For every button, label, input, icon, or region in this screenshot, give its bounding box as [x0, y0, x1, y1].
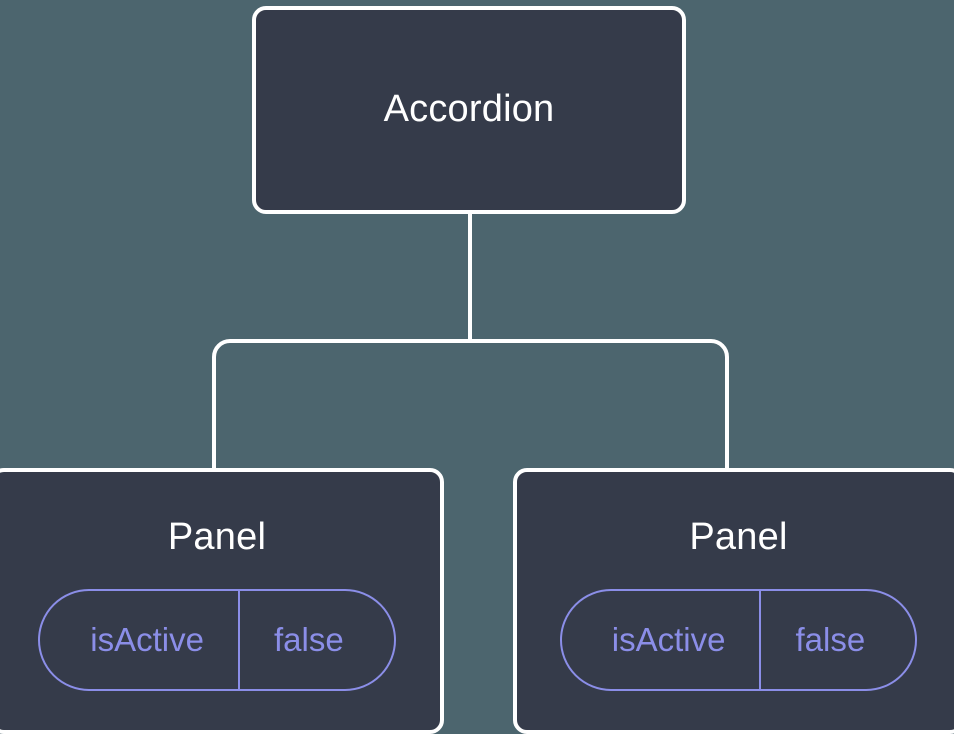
node-panel-2-label: Panel	[689, 516, 788, 558]
prop-key-is-active: isActive	[562, 590, 762, 689]
prop-value-is-active: false	[795, 621, 866, 659]
node-panel-2[interactable]: Panel isActive false	[513, 468, 954, 734]
prop-key-is-active: isActive	[40, 590, 240, 689]
node-panel-1-label: Panel	[167, 516, 267, 558]
connector-branch-left	[212, 339, 470, 470]
prop-pill-panel-2[interactable]: isActive false	[559, 588, 918, 691]
prop-pill-panel-1[interactable]: isActive false	[38, 588, 396, 691]
node-accordion-label: Accordion	[383, 88, 555, 131]
node-panel-1[interactable]: Panel isActive false	[0, 468, 444, 734]
connector-branch-right	[470, 339, 729, 470]
prop-value-is-active: false	[273, 621, 344, 659]
node-accordion[interactable]: Accordion	[252, 6, 686, 214]
